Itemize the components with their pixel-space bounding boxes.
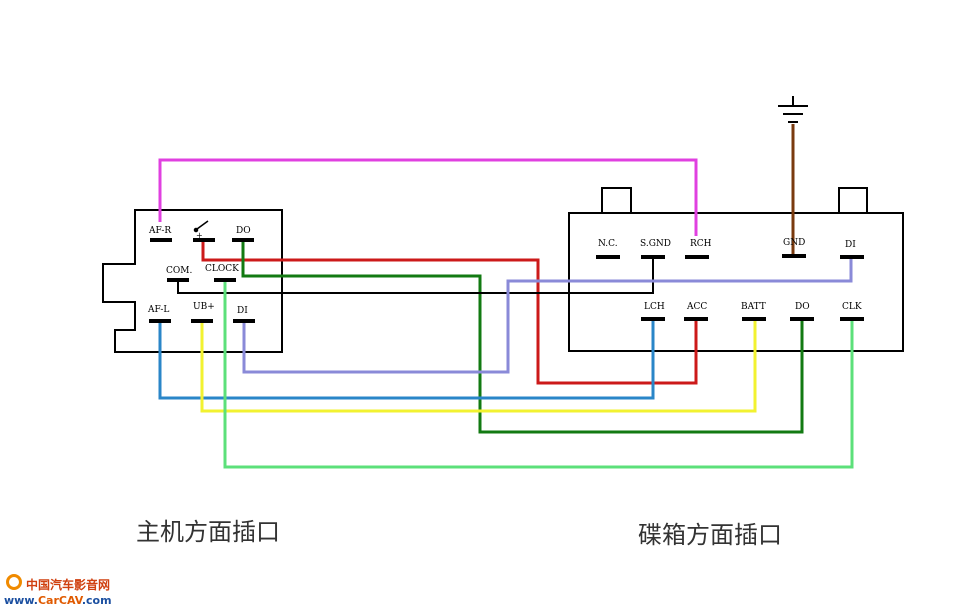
wire-light-green	[223, 281, 854, 469]
watermark-url-prefix: www.	[4, 594, 38, 607]
ground-icon	[778, 96, 808, 123]
pin-label-nc: N.C.	[598, 239, 618, 249]
pin-label-af-r: AF-R	[148, 226, 171, 236]
pin-bar-do	[232, 238, 254, 242]
pin-bar-gnd	[782, 254, 806, 258]
wire-black	[177, 257, 654, 294]
pin-bar-do-changer	[790, 317, 814, 321]
pin-bar-nc	[596, 255, 620, 259]
pin-label-clock: CLOCK	[205, 264, 239, 274]
pin-label-af-l: AF-L	[147, 305, 169, 315]
watermark-url-suffix: .com	[81, 594, 112, 607]
pin-bar-clk	[840, 317, 864, 321]
pin-label-do: DO	[236, 226, 251, 236]
watermark-logo: 中国汽车影音网 www.CarCAV.com	[4, 574, 112, 607]
pin-bar-clock	[214, 278, 236, 282]
wire-dark-green	[241, 241, 804, 434]
pin-bar-di	[233, 319, 255, 323]
pin-label-di-changer: DI	[845, 240, 856, 250]
pin-bar-af-l	[149, 319, 171, 323]
pin-label-sgnd: S.GND	[640, 239, 671, 249]
pin-label-lch: LCH	[644, 302, 665, 312]
pin-bar-ub	[191, 319, 213, 323]
watermark-url-brand: CarCAV	[37, 594, 82, 607]
pin-label-acc: ACC	[686, 302, 707, 312]
wire-yellow	[200, 321, 757, 413]
pin-label-com: COM.	[166, 266, 192, 276]
pin-label-do-changer: DO	[795, 302, 810, 312]
wire-blue	[158, 321, 655, 400]
changer-pins	[596, 254, 864, 321]
pin-label-batt: BATT	[741, 302, 766, 312]
pin-bar-batt	[742, 317, 766, 321]
wire-lavender	[242, 258, 853, 374]
head-unit-caption: 主机方面插口	[136, 518, 280, 546]
pin-bar-acc	[684, 317, 708, 321]
pin-label-di: DI	[237, 306, 248, 316]
head-unit-pins	[149, 238, 255, 323]
pin-bar-sgnd	[641, 255, 665, 259]
pin-label-ub: UB+	[193, 302, 215, 312]
pin-bar-lch	[641, 317, 665, 321]
pin-bar-rch	[685, 255, 709, 259]
logo-ring-icon	[6, 574, 22, 590]
switch-icon	[193, 220, 209, 233]
pin-bar-switch	[193, 238, 215, 242]
pin-bar-com	[167, 278, 189, 282]
watermark-name: 中国汽车影音网	[26, 578, 111, 592]
wire-magenta	[158, 158, 698, 236]
pin-label-rch: RCH	[690, 239, 712, 249]
pin-label-plus: +	[196, 231, 203, 240]
pin-label-gnd: GND	[783, 238, 805, 248]
wire-red	[201, 241, 698, 385]
pin-bar-af-r	[150, 238, 172, 242]
watermark-url: www.CarCAV.com	[4, 594, 112, 607]
pin-bar-di-changer	[840, 255, 864, 259]
head-unit-connector-outline	[102, 209, 283, 353]
pin-label-clk: CLK	[842, 302, 862, 312]
changer-caption: 碟箱方面插口	[638, 521, 782, 549]
